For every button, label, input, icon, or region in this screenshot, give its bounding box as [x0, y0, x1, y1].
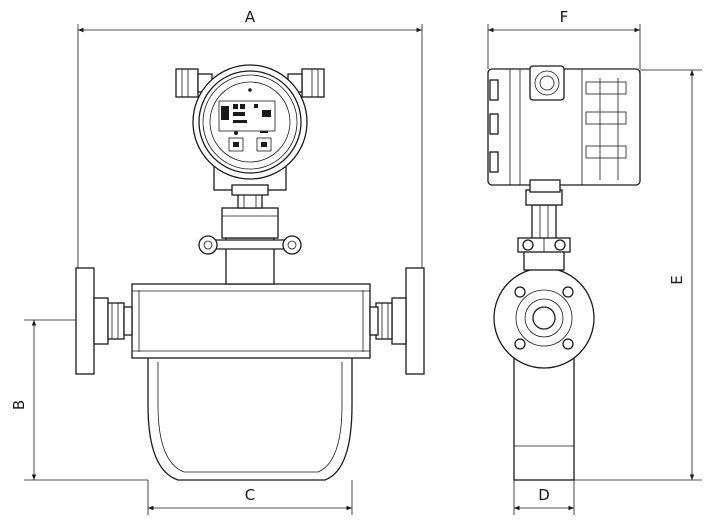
- dimension-label-d: D: [538, 486, 550, 504]
- dimension-label-e: E: [668, 275, 686, 284]
- side-view: [487, 65, 641, 481]
- dimension-labels: A F E B C D: [10, 8, 686, 504]
- dimension-label-a: A: [245, 8, 256, 26]
- dimension-label-c: C: [245, 486, 255, 504]
- front-main-body: [131, 283, 371, 359]
- front-left-flange: [75, 267, 133, 375]
- dimension-label-b: B: [10, 400, 28, 410]
- front-view: [75, 64, 425, 481]
- front-transmitter: [192, 64, 308, 196]
- dimension-lines: [24, 24, 702, 515]
- side-flange: [493, 267, 595, 369]
- side-transmitter: [487, 65, 641, 193]
- side-clamp: [517, 237, 571, 253]
- front-right-flange: [369, 267, 425, 375]
- dimension-label-f: F: [560, 8, 569, 26]
- front-tube-housing: [147, 358, 353, 481]
- front-clamp: [198, 235, 302, 255]
